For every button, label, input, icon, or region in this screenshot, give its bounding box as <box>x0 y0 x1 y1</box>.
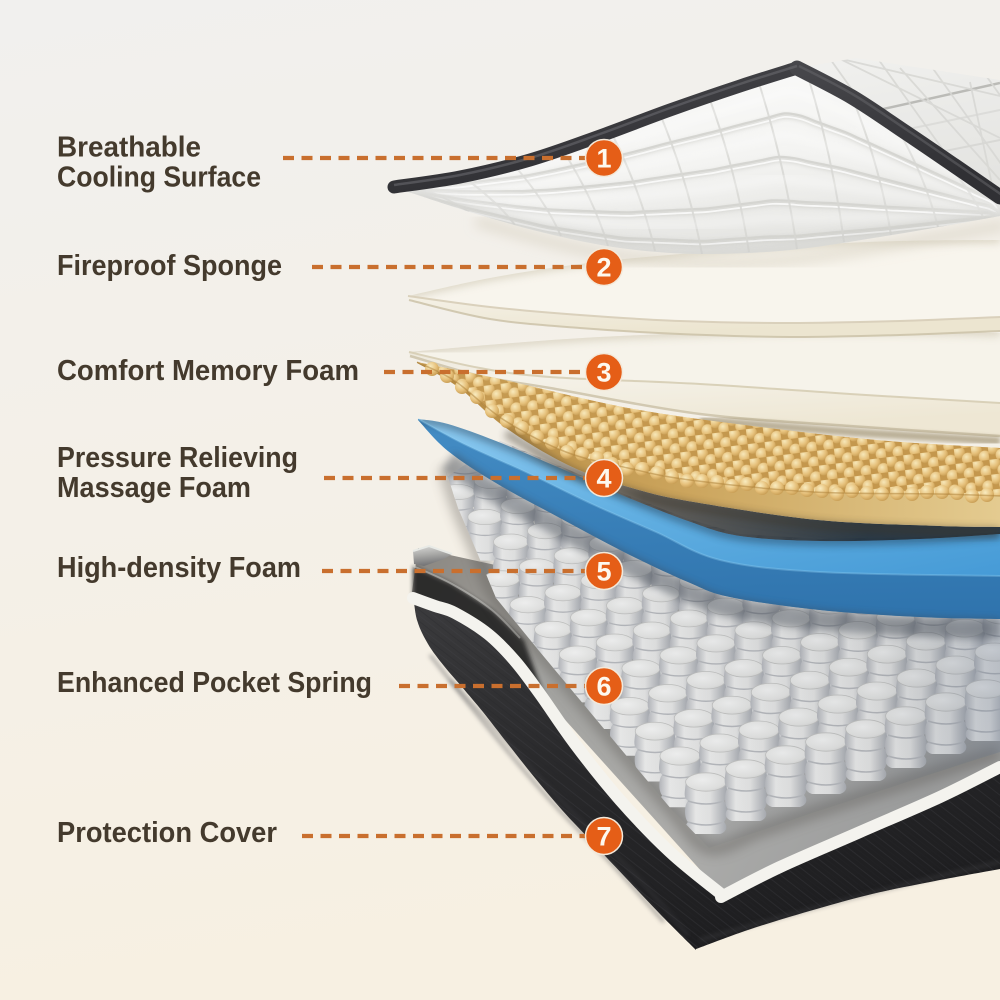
svg-text:Fireproof Sponge: Fireproof Sponge <box>57 250 282 282</box>
svg-text:2: 2 <box>596 253 611 283</box>
svg-text:7: 7 <box>596 822 611 852</box>
svg-text:5: 5 <box>596 557 611 587</box>
svg-text:Massage Foam: Massage Foam <box>57 472 251 504</box>
svg-text:Enhanced Pocket Spring: Enhanced Pocket Spring <box>57 667 372 699</box>
svg-text:6: 6 <box>596 672 611 702</box>
svg-text:High-density Foam: High-density Foam <box>57 552 301 584</box>
svg-text:Breathable: Breathable <box>57 132 201 164</box>
svg-text:Cooling Surface: Cooling Surface <box>57 162 261 194</box>
svg-text:1: 1 <box>596 144 611 174</box>
svg-text:Protection Cover: Protection Cover <box>57 817 277 849</box>
svg-text:Comfort Memory Foam: Comfort Memory Foam <box>57 355 359 387</box>
svg-text:4: 4 <box>596 464 611 494</box>
svg-text:Pressure Relieving: Pressure Relieving <box>57 442 298 474</box>
svg-text:3: 3 <box>596 358 611 388</box>
